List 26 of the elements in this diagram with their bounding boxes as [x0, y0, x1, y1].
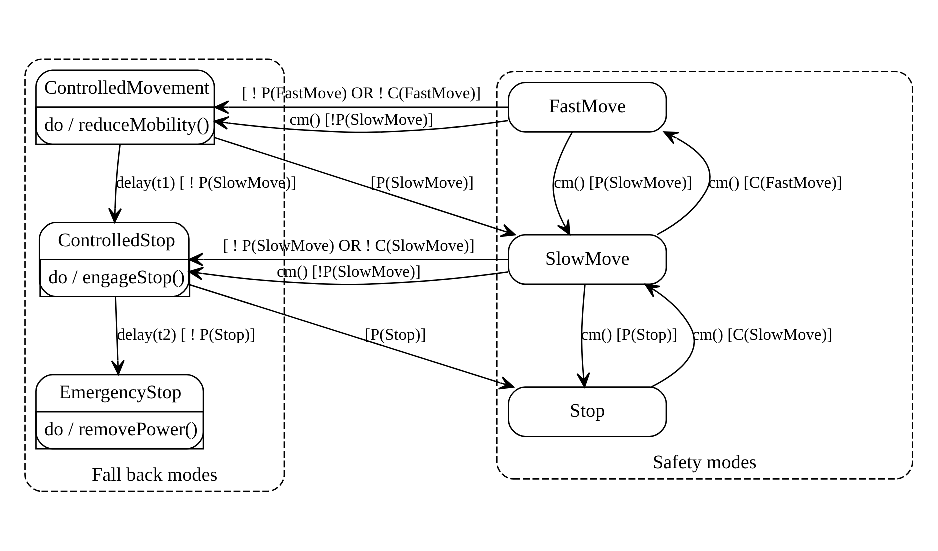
arrow	[214, 116, 509, 134]
edge-label: cm() [!P(SlowMove)]	[277, 262, 421, 282]
node-box: SlowMove	[508, 234, 668, 286]
arrow	[214, 100, 509, 114]
edge-label: cm() [P(Stop)]	[581, 325, 678, 344]
edge-label: [ ! P(FastMove) OR ! C(FastMove)]	[242, 84, 482, 103]
arrow	[214, 137, 516, 238]
edge-label: delay(t2) [ ! P(Stop)]	[117, 325, 256, 344]
arrow	[108, 144, 122, 224]
edge-label: cm() [P(SlowMove)]	[554, 172, 693, 192]
edge-label: cm() [!P(SlowMove)]	[290, 110, 434, 129]
arrow	[188, 266, 508, 286]
arrow	[111, 296, 125, 376]
edge-label: [P(SlowMove)]	[370, 172, 474, 192]
node-box: Stop	[508, 386, 668, 438]
arrow	[552, 132, 574, 236]
edge-label: cm() [C(FastMove)]	[708, 172, 843, 192]
edge-label: delay(t1) [ ! P(SlowMove)]	[116, 172, 297, 192]
edge-label: [ ! P(SlowMove) OR ! C(SlowMove)]	[223, 236, 475, 255]
node-box: FastMove	[508, 82, 668, 133]
arrow	[188, 252, 509, 267]
arrow	[644, 284, 696, 388]
arrow	[576, 284, 590, 388]
arrow	[189, 284, 514, 390]
edge-label: [P(Stop)]	[364, 325, 426, 344]
arrow	[657, 132, 711, 236]
